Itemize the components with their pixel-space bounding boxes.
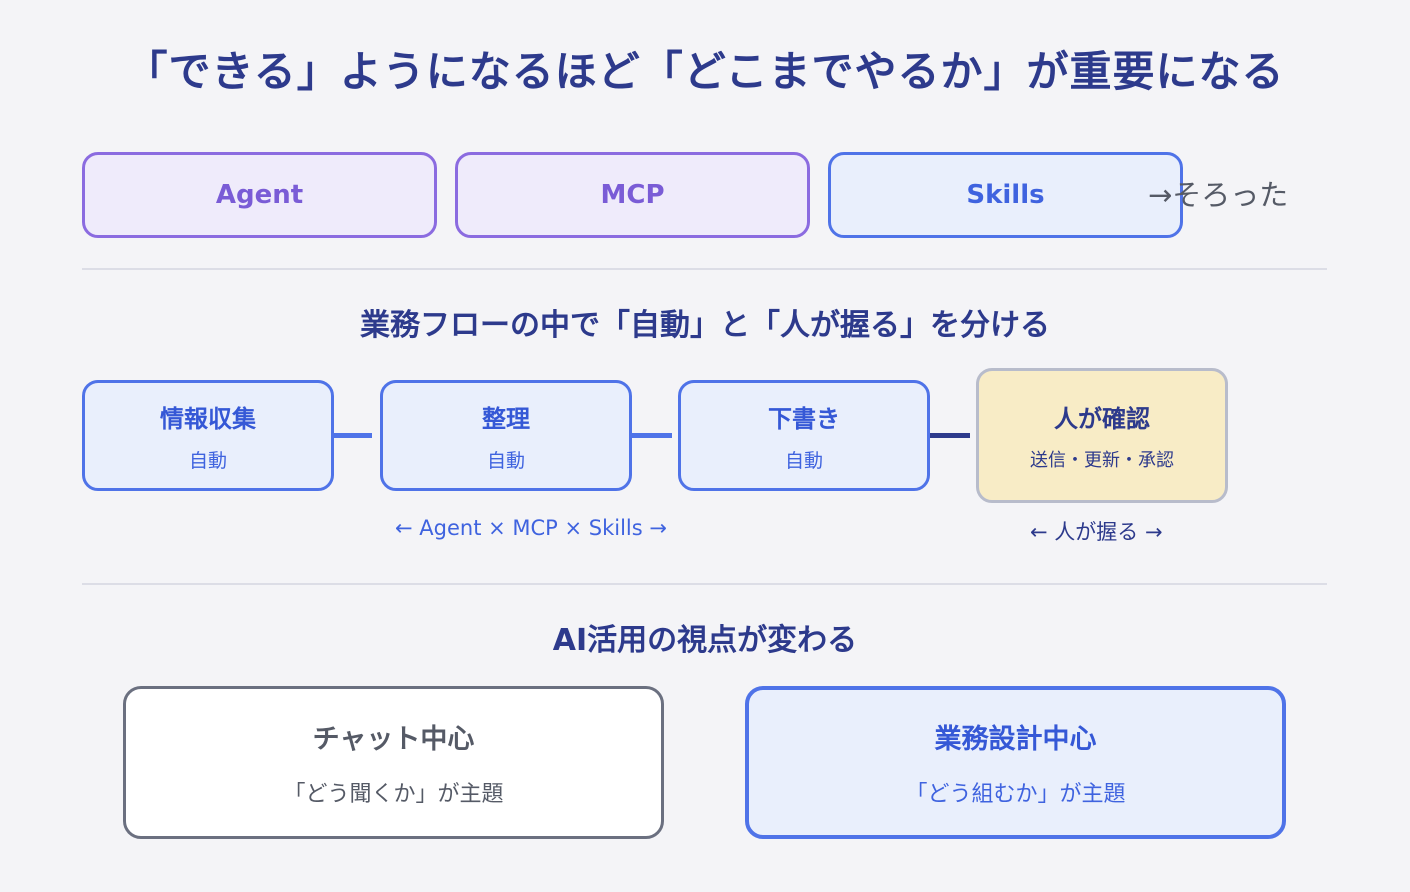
workflow-heading: 業務フローの中で「自動」と「人が握る」を分ける <box>360 308 1050 343</box>
view-title: チャット中心 <box>312 724 475 755</box>
flow-step-human-check: 人が確認 送信・更新・承認 <box>976 368 1228 503</box>
tool-box-skills: Skills <box>828 152 1183 238</box>
view-box-chat-centric: チャット中心 「どう聞くか」が主題 <box>123 686 664 839</box>
flow-step-title: 人が確認 <box>1054 405 1150 433</box>
perspective-heading: AI活用の視点が変わる <box>552 623 858 658</box>
flow-step-organize: 整理 自動 <box>380 380 632 491</box>
tools-suffix-text: →そろった <box>1148 178 1289 212</box>
tool-label-mcp: MCP <box>600 180 665 210</box>
flow-step-sub: 自動 <box>784 449 823 472</box>
tool-label-agent: Agent <box>215 180 304 210</box>
flow-step-title: 下書き <box>768 404 840 433</box>
page-title: 「できる」ようになるほど「どこまでやるか」が重要になる <box>125 47 1285 96</box>
human-range-caption: ← 人が握る → <box>1030 520 1163 544</box>
view-subtitle: 「どう聞くか」が主題 <box>283 782 504 807</box>
flow-step-collect: 情報収集 自動 <box>82 380 334 491</box>
tool-label-skills: Skills <box>966 180 1045 210</box>
tool-box-agent: Agent <box>82 152 437 238</box>
flow-step-sub: 送信・更新・承認 <box>1030 450 1174 471</box>
flow-connector <box>632 433 672 438</box>
divider-bottom <box>82 583 1327 585</box>
tool-box-mcp: MCP <box>455 152 810 238</box>
divider-top <box>82 268 1327 270</box>
view-subtitle: 「どう組むか」が主題 <box>905 782 1126 807</box>
flow-step-sub: 自動 <box>486 449 525 472</box>
flow-connector-human <box>930 433 970 438</box>
auto-range-caption: ← Agent × MCP × Skills → <box>395 516 667 540</box>
view-title: 業務設計中心 <box>934 724 1097 755</box>
flow-connector <box>334 433 372 438</box>
flow-step-title: 情報収集 <box>160 404 256 433</box>
view-box-business-design: 業務設計中心 「どう組むか」が主題 <box>745 686 1286 839</box>
flow-step-title: 整理 <box>482 404 530 433</box>
flow-step-draft: 下書き 自動 <box>678 380 930 491</box>
flow-step-sub: 自動 <box>188 449 227 472</box>
